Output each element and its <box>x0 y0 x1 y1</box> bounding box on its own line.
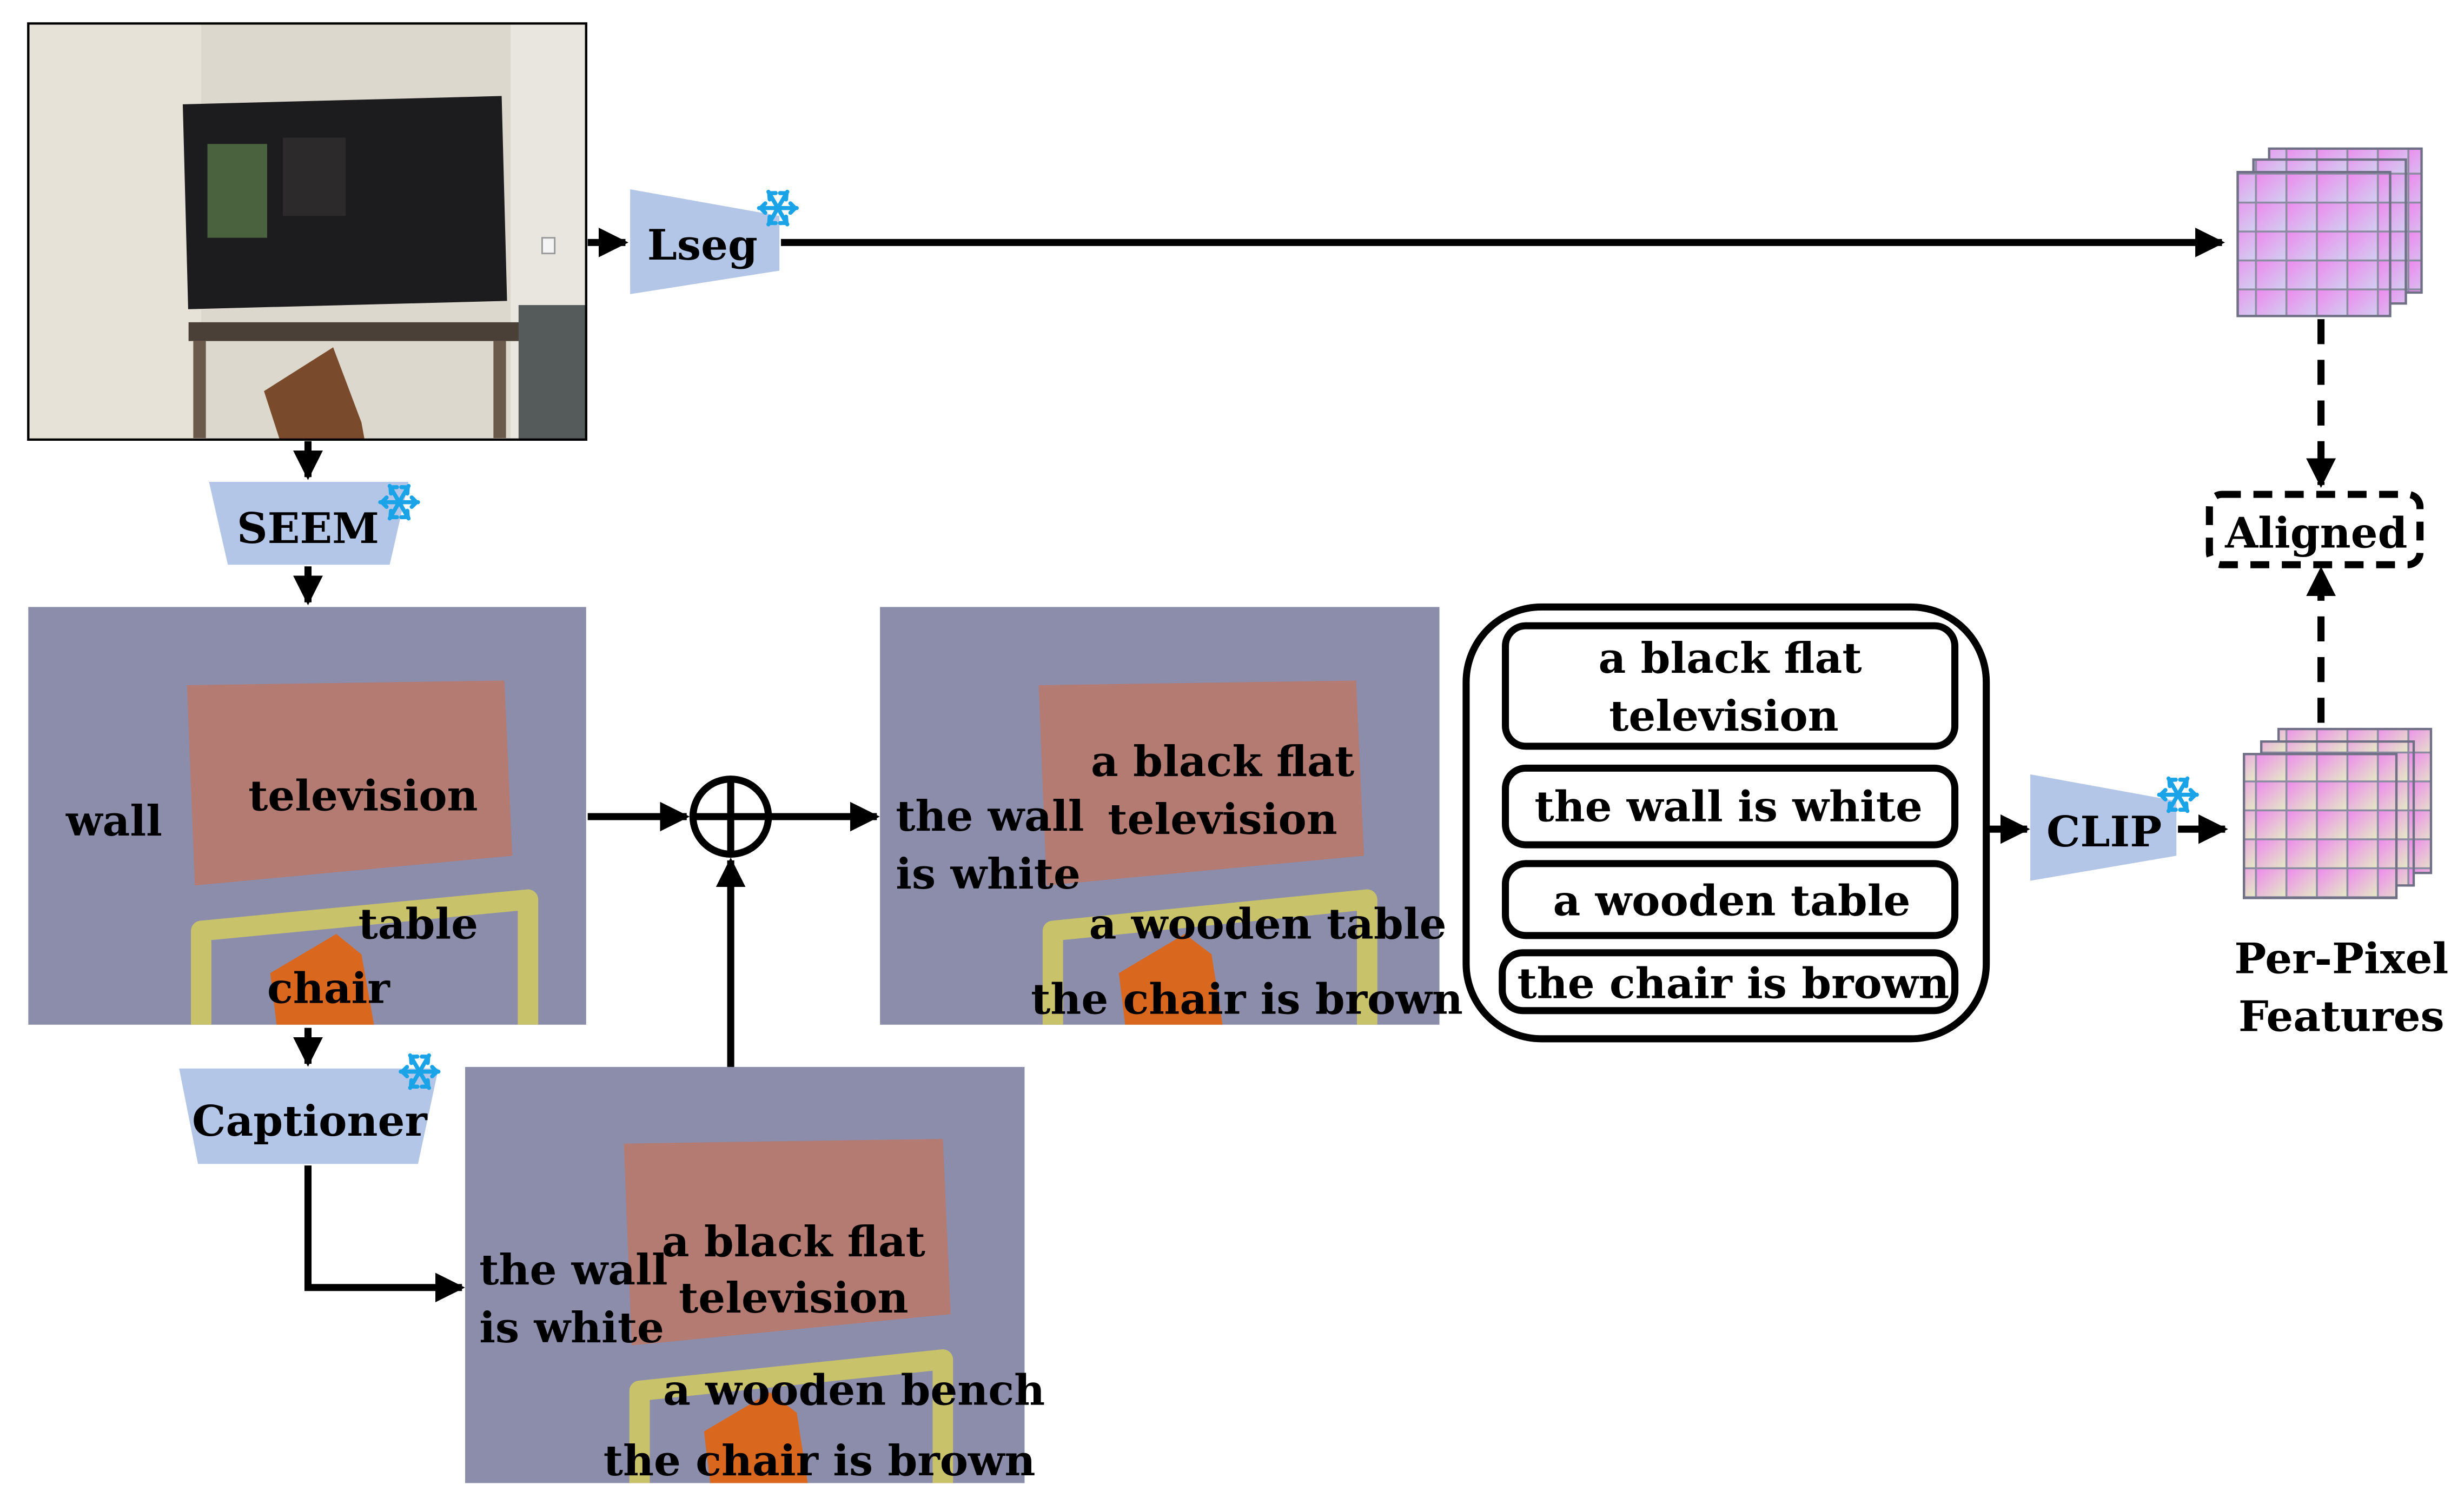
merged-table: a wooden table <box>1089 900 1447 949</box>
caption-chair: the chair is brown <box>604 1436 1036 1486</box>
captioner-label: Captioner <box>192 1097 428 1146</box>
caption-tv-line2: television <box>679 1274 909 1323</box>
clip-encoder: CLIP <box>2030 774 2197 881</box>
features-label-line1: Per-Pixel <box>2234 934 2448 983</box>
caption-wall-line1: the wall <box>479 1245 667 1295</box>
seg-label-wall: wall <box>65 797 162 846</box>
merged-wall-line2: is white <box>896 850 1081 899</box>
caption-item-3 <box>1502 860 1959 939</box>
lseg-feature-grid-icon <box>2236 147 2423 317</box>
seem-encoder: SEEM <box>209 481 418 565</box>
caption-list: a black flat television the wall is whit… <box>1462 603 1990 1043</box>
seg-label-chair: chair <box>267 964 391 1013</box>
captioner-encoder: Captioner <box>179 1055 438 1164</box>
merged-wall-line1: the wall <box>896 792 1084 841</box>
seg-label-television: television <box>248 772 478 821</box>
aligned-box: Aligned <box>2205 491 2424 568</box>
aligned-label: Aligned <box>2224 509 2407 558</box>
seg-label-table: table <box>358 900 478 949</box>
caption-item-4-text: the chair is brown <box>1517 959 1949 1009</box>
caption-item-3-text: a wooden table <box>1553 876 1910 925</box>
segmentation-map: wall television table chair <box>28 607 586 1025</box>
seem-label: SEEM <box>237 504 379 553</box>
features-label-line2: Features <box>2238 992 2445 1042</box>
captioner-caption-map: the wall is white a black flat televisio… <box>465 1066 1045 1486</box>
lseg-label: Lseg <box>647 221 758 270</box>
merged-caption-map: the wall is white a black flat televisio… <box>880 607 1463 1025</box>
caption-item-1-line1: a black flat <box>1599 634 1862 683</box>
input-image <box>27 22 587 441</box>
caption-bench: a wooden bench <box>663 1366 1045 1415</box>
merged-tv-line2: television <box>1108 795 1337 844</box>
caption-item-1-line2: television <box>1609 692 1839 741</box>
caption-item-2 <box>1502 764 1959 849</box>
merged-tv-line1: a black flat <box>1091 737 1354 786</box>
clip-label: CLIP <box>2046 807 2162 857</box>
circled-plus-icon <box>689 776 772 858</box>
clip-feature-grid-icon <box>2243 727 2433 899</box>
caption-item-2-text: the wall is white <box>1534 783 1922 832</box>
caption-wall-line2: is white <box>479 1303 664 1353</box>
captioner-to-captions-arrow <box>304 1165 465 1303</box>
merged-chair: the chair is brown <box>1031 975 1463 1024</box>
caption-item-4 <box>1499 949 1959 1015</box>
caption-item-1 <box>1502 622 1959 750</box>
lseg-encoder: Lseg <box>630 189 797 294</box>
caption-tv-line1: a black flat <box>662 1217 925 1267</box>
